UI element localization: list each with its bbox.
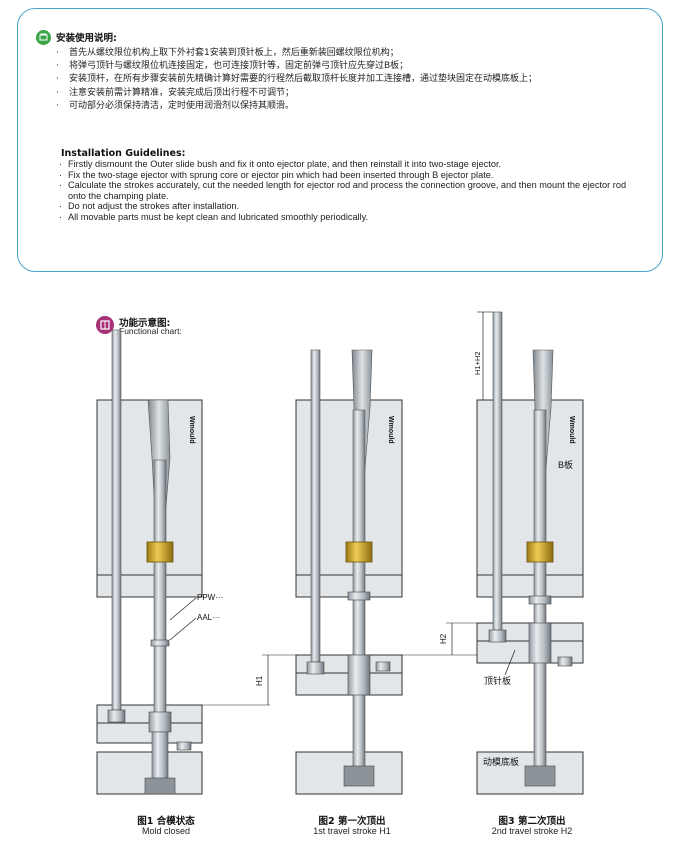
figure-1-caption-en: Mold closed — [141, 826, 191, 836]
ejector-shaft — [153, 459, 167, 731]
functional-chart-subtitle: Functional chart: — [119, 326, 182, 336]
mold-plate-b — [96, 574, 203, 598]
figure-2-caption-en: 1st travel stroke H1 — [313, 826, 391, 836]
guide-item-en: ·Firstly dismount the Outer slide bush a… — [59, 159, 502, 169]
guide-item-cn: ·首先从螺纹限位机构上取下外衬套1安装到顶针板上，然后重新装回螺纹限位机构； — [56, 48, 399, 58]
guide-item-cn: ·可动部分必须保持清洁，定时使用润滑剂以保持其顺滑。 — [56, 100, 295, 111]
label-h1h2: H1+H2 — [473, 351, 482, 375]
guide-title-cn: 安装使用说明: — [56, 33, 117, 44]
figure-3-caption-en: 2nd travel stroke H2 — [491, 826, 573, 836]
ejector-rod — [492, 311, 503, 631]
instruction-badge-icon — [36, 30, 51, 45]
guide-item-cn: ·将弹弓顶针与螺纹限位机连接固定，也可连接顶针等，固定前弹弓顶针应先穿过B板； — [56, 61, 409, 72]
ejector-rod — [310, 349, 321, 663]
label-ppw: PPW··· — [197, 593, 223, 602]
figure-3-caption-cn: 图3 第二次顶出 — [498, 816, 566, 827]
stop-collar — [347, 654, 371, 696]
guide-item-cn: ·安装顶杆，在所有步骤安装前先精确计算好需要的行程然后截取顶杆长度并加工连接槽，… — [56, 74, 538, 85]
ejector-plate-leader — [504, 649, 516, 676]
guide-item-cn: ·注意安装前需计算精准，安装完成后顶出行程不可调节； — [56, 87, 295, 98]
guide-item-en: ·Calculate the strokes accurately, cut t… — [59, 180, 627, 201]
ppw-leader — [169, 597, 197, 621]
ejector-rod — [111, 329, 122, 711]
functional-chart-title: 功能示意图: — [119, 318, 171, 329]
outer-slide-bush — [146, 541, 174, 563]
outer-slide-bush — [345, 541, 373, 563]
guide-title-en: Installation Guidelines: — [61, 148, 186, 159]
label-ejector-plate: 顶针板 — [484, 675, 511, 686]
base-nut — [343, 765, 375, 787]
collar-ppw — [347, 591, 371, 601]
figure-2-caption-cn: 图2 第一次顶出 — [318, 816, 386, 827]
guide-list-en: ·Firstly dismount the Outer slide bush a… — [59, 159, 634, 223]
collar-ppw — [528, 595, 552, 605]
rod-head — [107, 709, 126, 723]
installation-guide-panel — [17, 8, 663, 272]
brand-mark: Wmould — [188, 416, 195, 444]
ejector-shaft — [533, 409, 547, 781]
functional-chart-badge-icon — [96, 316, 114, 334]
aal-leader — [169, 617, 197, 641]
lower-shaft — [151, 731, 169, 783]
outer-slide-bush — [526, 541, 554, 563]
figure-1-mold-closed: Wmould PPW··· AAL··· — [96, 329, 270, 795]
figure-2-first-stroke: Wmould H1 — [255, 349, 403, 795]
label-b-plate: B板 — [558, 459, 573, 470]
label-h2: H2 — [439, 633, 448, 644]
figure-3-second-stroke: Wmould B板 H1+H2 H2 顶针板 动模底板 — [402, 311, 584, 795]
stop-pin — [176, 741, 192, 751]
label-h1: H1 — [255, 675, 264, 686]
figure-1-caption-cn: 图1 合模状态 — [137, 816, 195, 827]
stop-pin — [557, 656, 573, 667]
base-nut — [524, 765, 556, 787]
brand-mark: Wmould — [568, 416, 575, 444]
guide-item-en: ·Do not adjust the strokes after install… — [59, 201, 240, 212]
stop-collar — [528, 622, 552, 664]
guide-item-en: ·All movable parts must be kept clean an… — [59, 211, 369, 222]
rod-head — [488, 629, 507, 643]
functional-diagram: Wmould PPW··· AAL··· Wmould H1 — [96, 311, 584, 795]
brand-mark: Wmould — [387, 416, 394, 444]
label-clamping-plate: 动模底板 — [483, 756, 519, 767]
label-aal: AAL··· — [197, 613, 220, 622]
rod-head — [306, 661, 325, 675]
collar-ppw — [150, 639, 170, 647]
guide-item-en: ·Fix the two-stage ejector with sprung c… — [59, 169, 494, 180]
stop-collar — [148, 711, 172, 733]
guide-list-cn: ·首先从螺纹限位机构上取下外衬套1安装到顶针板上，然后重新装回螺纹限位机构； ·… — [56, 47, 636, 113]
stop-pin — [375, 661, 391, 672]
base-nut — [144, 777, 176, 795]
